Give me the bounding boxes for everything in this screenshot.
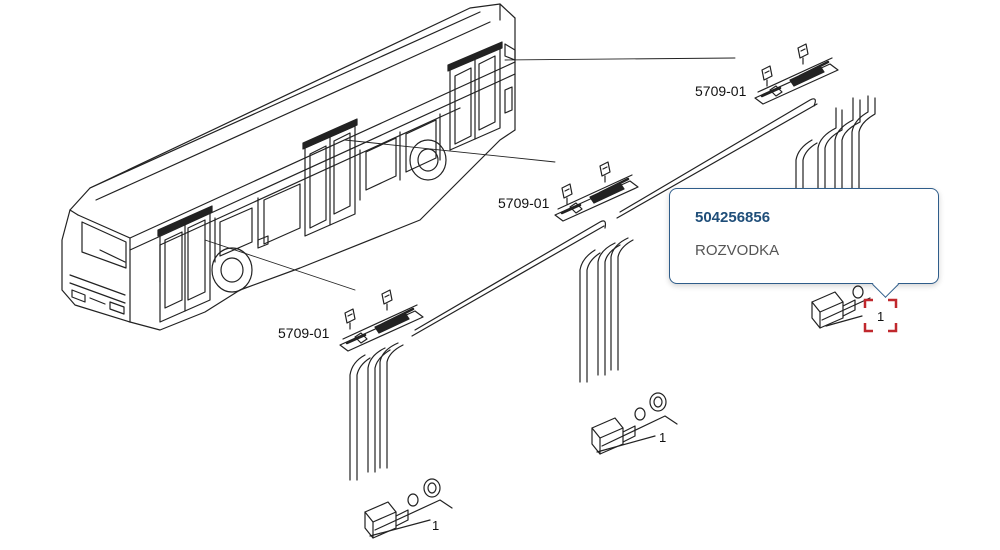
assembly-label-top: 5709-01 xyxy=(695,83,747,99)
item-number-right: 1 xyxy=(877,309,884,324)
guide-rails xyxy=(411,98,818,337)
hotspot-marker xyxy=(863,298,898,333)
door-mechanism-middle xyxy=(554,161,639,222)
valve-unit-left xyxy=(364,478,453,539)
part-hotspot-1[interactable] xyxy=(862,298,898,334)
door-mechanism-bottom xyxy=(339,289,424,352)
part-number[interactable]: 504256856 xyxy=(695,209,771,226)
assembly-label-bottom: 5709-01 xyxy=(278,325,330,341)
bus-illustration xyxy=(61,3,516,331)
leader-lines xyxy=(204,57,736,291)
valve-unit-right xyxy=(811,285,871,329)
assembly-label-middle: 5709-01 xyxy=(498,195,550,211)
part-tooltip: 504256856 ROZVODKA xyxy=(669,188,939,298)
item-number-left: 1 xyxy=(432,518,439,533)
door-mechanism-top xyxy=(754,43,839,105)
part-description: ROZVODKA xyxy=(695,242,780,259)
item-number-middle: 1 xyxy=(659,430,666,445)
air-pipes xyxy=(349,95,876,481)
valve-unit-middle xyxy=(591,392,678,455)
